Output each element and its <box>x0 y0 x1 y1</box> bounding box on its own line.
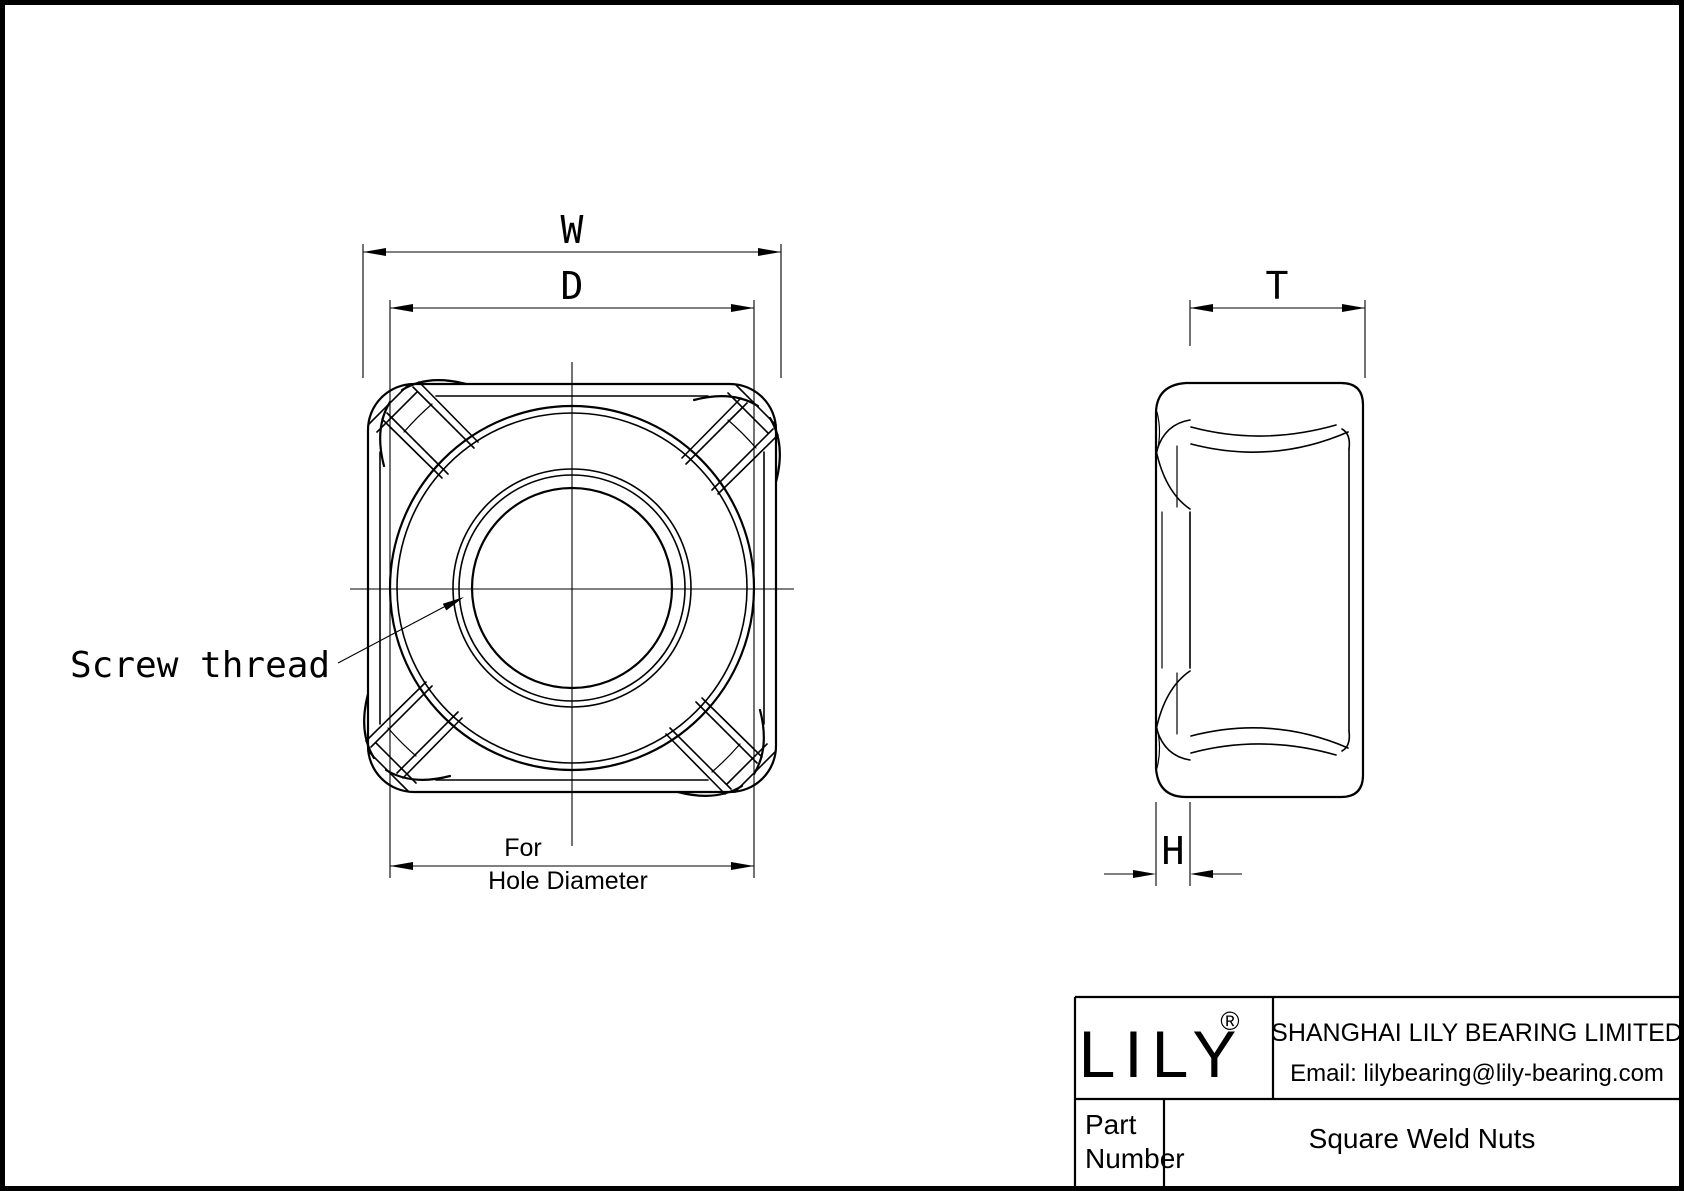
registered-trademark-icon: ® <box>1220 1006 1239 1036</box>
company-name: SHANGHAI LILY BEARING LIMITED <box>1271 1019 1683 1047</box>
centerlines <box>350 362 794 846</box>
part-title-cell: Square Weld Nuts <box>1309 1123 1536 1154</box>
screw-thread-label: Screw thread <box>70 645 330 686</box>
dim-label-H: H <box>1162 829 1185 873</box>
arrowhead <box>390 304 413 312</box>
title-block: LILY ® SHANGHAI LILY BEARING LIMITED Ema… <box>1073 995 1683 1188</box>
arrowhead <box>1133 870 1156 878</box>
part-label-line1: Part <box>1085 1109 1137 1140</box>
dimension-H: H <box>1104 802 1242 886</box>
side-view: T H <box>1104 264 1366 886</box>
front-view: W D For Hole Diameter Screw thread <box>70 208 794 895</box>
hole-dim-label-line1: For <box>504 834 542 862</box>
dim-label-D: D <box>561 264 584 308</box>
screw-thread-callout: Screw thread <box>70 597 464 686</box>
side-body <box>1154 381 1365 799</box>
side-weld-projections <box>1155 411 1191 769</box>
arrowhead <box>758 248 781 256</box>
company-email: Email: lilybearing@lily-bearing.com <box>1290 1060 1664 1087</box>
arrowhead <box>390 862 413 870</box>
logo-cell: LILY ® <box>1079 1006 1246 1091</box>
nut-square-outline <box>366 382 778 794</box>
part-label-line2: Number <box>1085 1143 1185 1174</box>
hole-dim-label-line2: Hole Diameter <box>488 867 648 895</box>
dimension-D: D <box>389 264 755 584</box>
arrowhead <box>1190 870 1213 878</box>
leader-arrowhead <box>442 597 464 611</box>
dimension-T: T <box>1189 264 1366 378</box>
arrowhead <box>731 304 754 312</box>
arrowhead <box>1190 304 1213 312</box>
lily-logo: LILY <box>1079 1017 1246 1091</box>
company-cell: SHANGHAI LILY BEARING LIMITED Email: lil… <box>1271 1019 1683 1087</box>
dimension-hole-diameter: For Hole Diameter <box>389 598 755 895</box>
arrowhead <box>731 862 754 870</box>
arrowhead <box>1342 304 1365 312</box>
dim-label-W: W <box>561 208 584 252</box>
part-number-cell: Part Number <box>1085 1109 1185 1174</box>
leader-line <box>337 598 460 664</box>
dimension-W: W <box>362 208 782 378</box>
arrowhead <box>363 248 386 256</box>
dim-label-T: T <box>1266 264 1289 308</box>
boss-and-thread-circles <box>388 404 756 772</box>
part-title: Square Weld Nuts <box>1309 1123 1536 1154</box>
